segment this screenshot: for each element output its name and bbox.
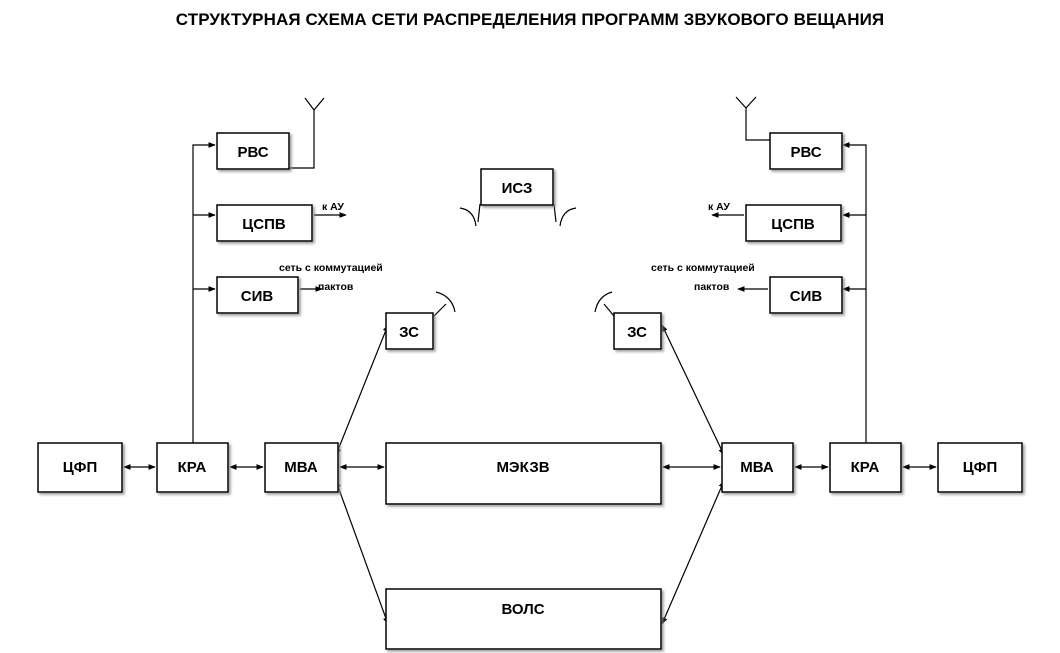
dish-feed-line [603,303,615,317]
trunk-right [842,142,867,443]
svg-text:КРА: КРА [178,459,207,476]
block-right-mva: МВА [721,442,794,493]
block-right-rvs: РВС [769,132,843,170]
note-right-net-line1: сеть с коммутацией [651,262,755,274]
block-mekzv: МЭКЗВ [385,442,662,505]
block-right-zs: ЗС [613,312,662,350]
svg-text:СИВ: СИВ [241,288,274,305]
block-vols: ВОЛС [385,588,662,650]
svg-text:РВС: РВС [790,144,821,161]
svg-text:ЦСПВ: ЦСПВ [242,216,286,233]
block-left-cfp: ЦФП [37,442,123,493]
block-isz: ИСЗ [480,168,554,206]
svg-text:МЭКЗВ: МЭКЗВ [496,459,549,476]
block-left-rvs: РВС [216,132,290,170]
block-left-siv: СИВ [216,276,299,314]
dish-feed-line [553,203,557,223]
note-right-k-au: к АУ [708,201,730,213]
link-mva-vols-left [335,480,389,625]
diagram-title: СТРУКТУРНАЯ СХЕМА СЕТИ РАСПРЕДЕЛЕНИЯ ПРО… [175,10,885,29]
note-left-net-line1: сеть с коммутацией [279,262,383,274]
block-right-kra: КРА [829,442,902,493]
link-mva-vols-right [661,480,725,625]
dish-feed-line [433,303,447,317]
dish-antenna-icon [559,207,577,227]
dish-antenna-icon [435,291,456,313]
svg-text:МВА: МВА [740,459,774,476]
dish-feed-line [477,203,481,223]
block-left-kra: КРА [156,442,229,493]
note-left-k-au: к АУ [322,201,344,213]
block-left-zs: ЗС [385,312,434,350]
svg-text:РВС: РВС [237,144,268,161]
dish-antenna-icon [459,207,477,227]
note-right-net-line2: пактов [694,281,730,293]
svg-text:ЗС: ЗС [399,324,419,341]
svg-text:МВА: МВА [284,459,318,476]
note-left-net-line2: пактов [318,281,354,293]
svg-text:ЦФП: ЦФП [963,459,998,476]
svg-text:ЗС: ЗС [627,324,647,341]
block-right-cspv: ЦСПВ [745,204,842,242]
block-right-siv: СИВ [769,276,843,314]
svg-text:ЦФП: ЦФП [63,459,98,476]
link-mva-zs-left [335,324,389,456]
block-left-cspv: ЦСПВ [216,204,313,242]
svg-text:КРА: КРА [851,459,880,476]
dish-antenna-icon [594,291,613,313]
svg-text:СИВ: СИВ [790,288,823,305]
block-right-cfp: ЦФП [937,442,1023,493]
block-left-mva: МВА [264,442,339,493]
svg-text:ИСЗ: ИСЗ [502,180,533,197]
trunk-left [192,142,216,443]
link-mva-zs-right [661,324,725,456]
svg-text:ЦСПВ: ЦСПВ [771,216,815,233]
svg-text:ВОЛС: ВОЛС [501,601,544,618]
